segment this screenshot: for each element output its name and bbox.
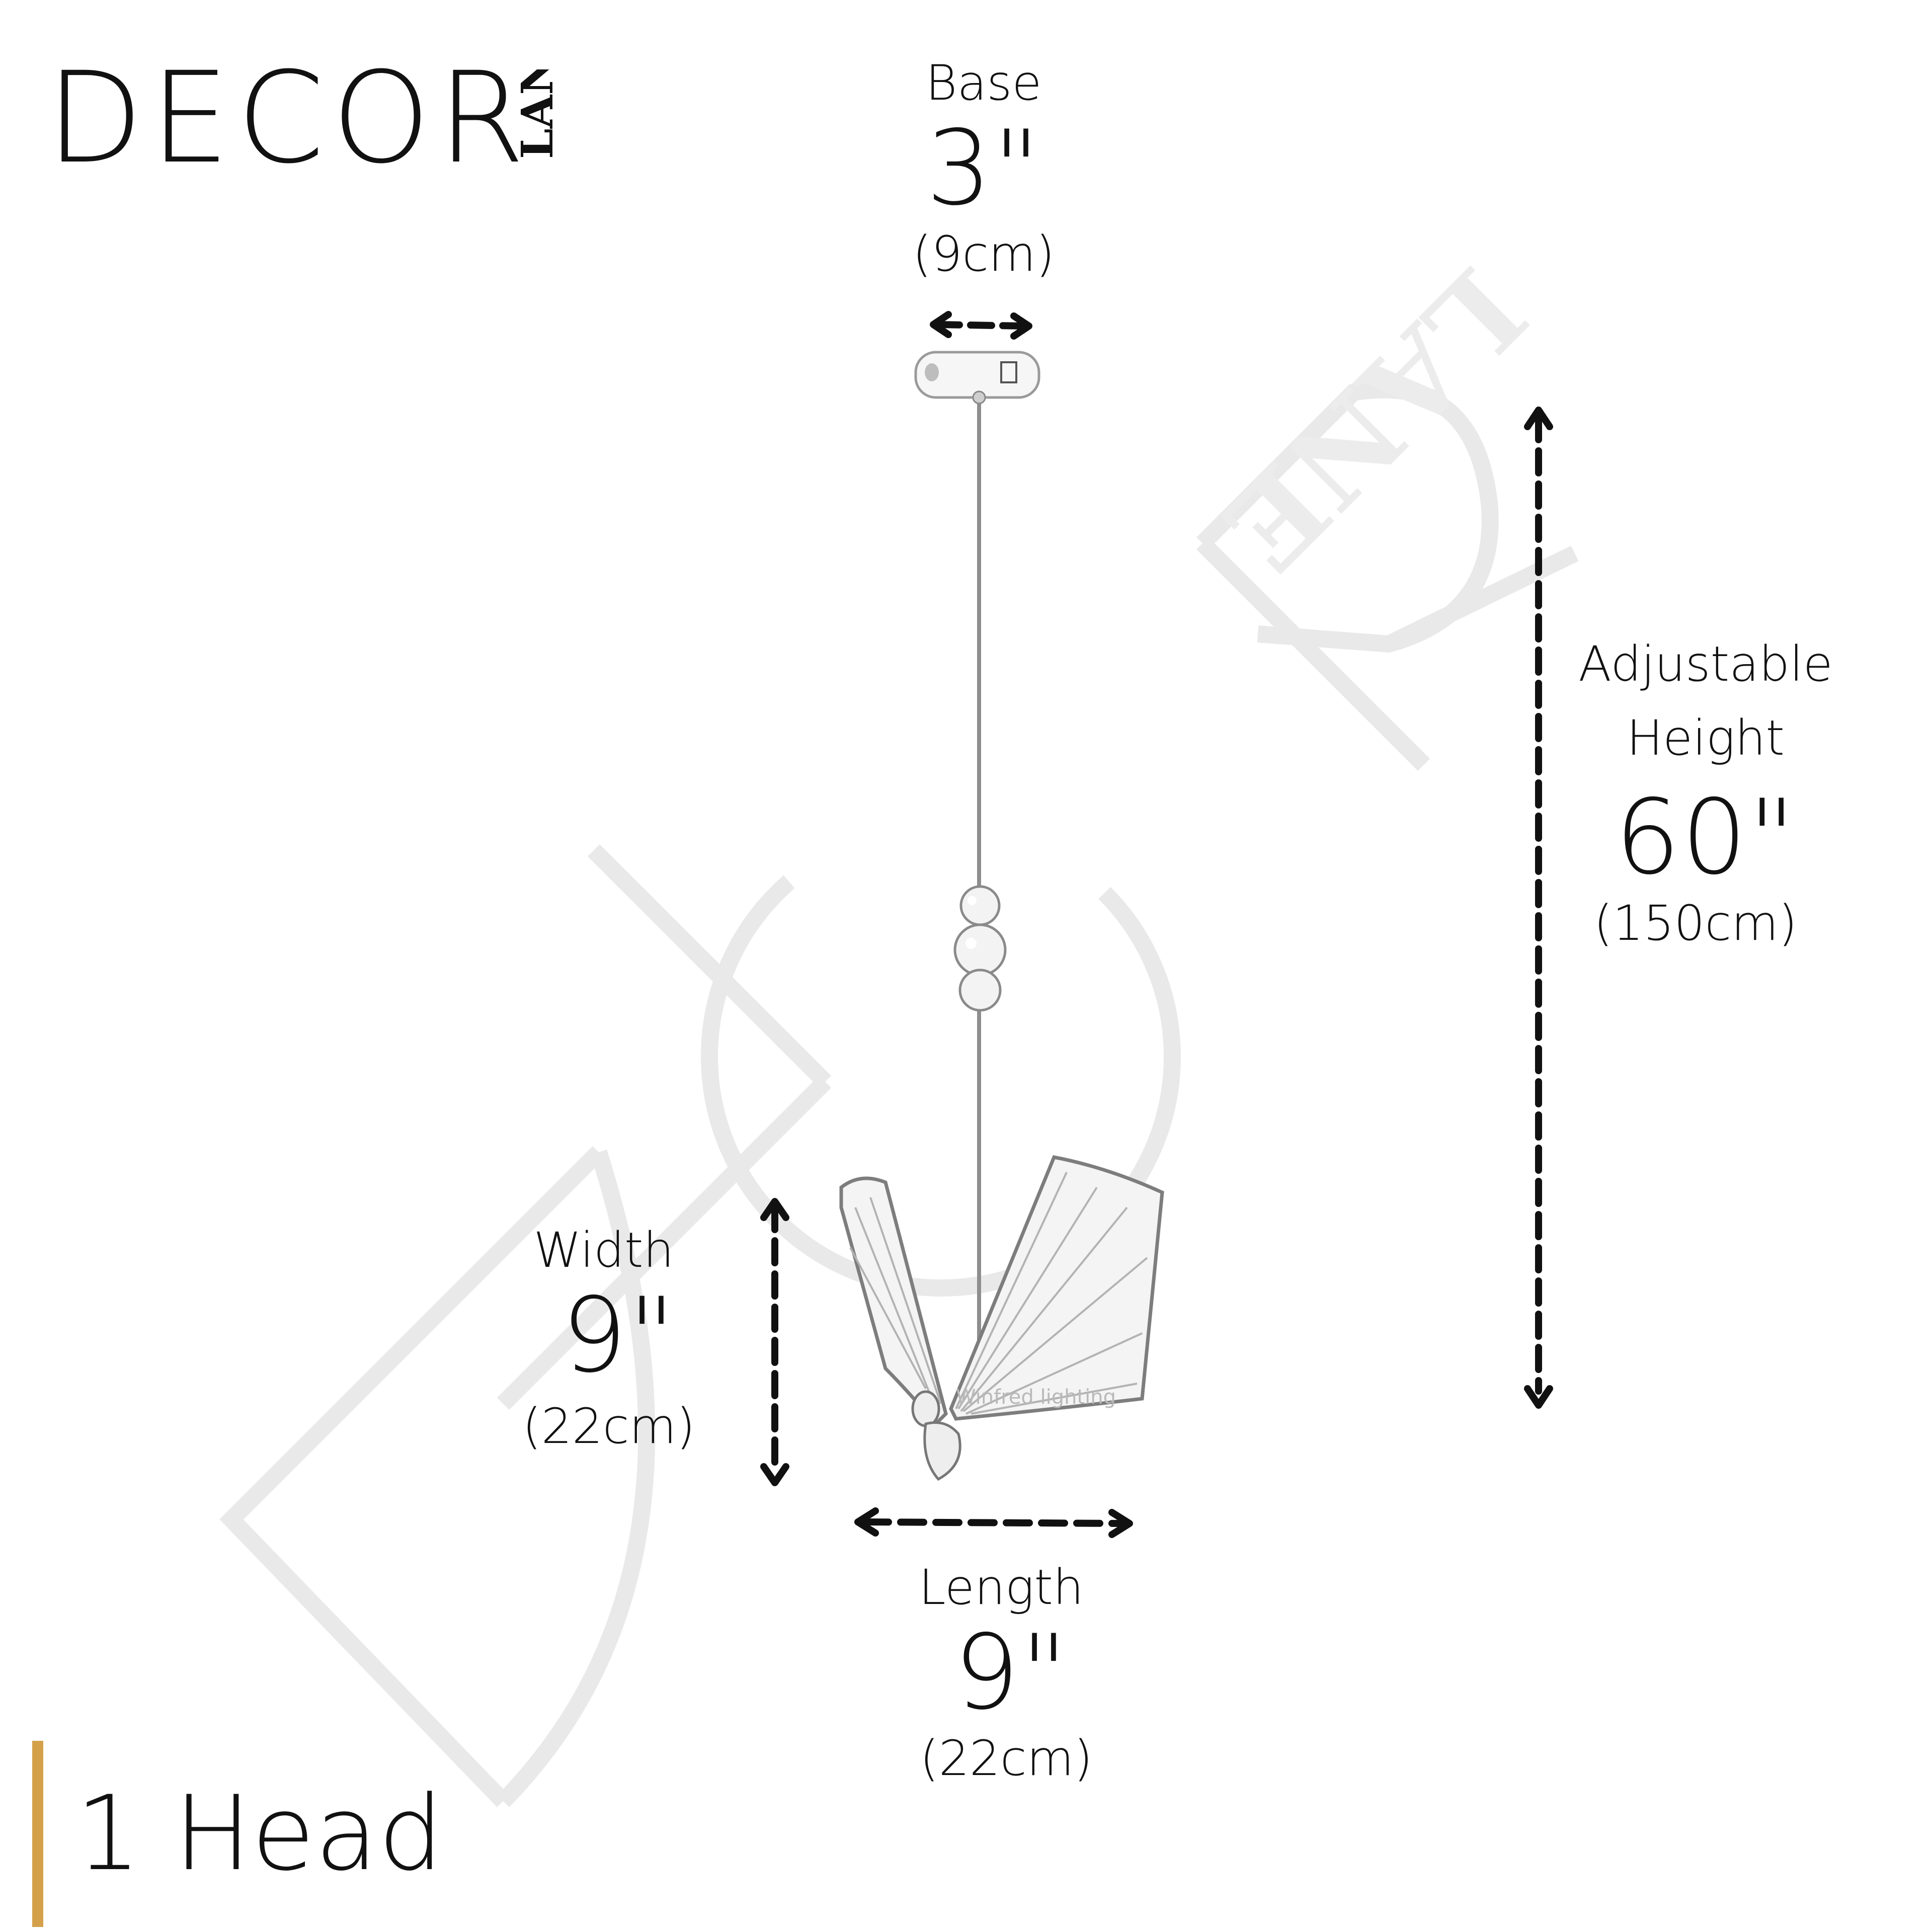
double-arrow-horizontal-icon <box>854 1507 1133 1538</box>
length-label: Length <box>919 1559 1084 1616</box>
length-inches: 9" <box>953 1613 1069 1733</box>
butterfly-shade: Winfred lighting <box>839 1155 1164 1481</box>
double-arrow-vertical-icon <box>760 1198 789 1486</box>
width-inches: 9" <box>561 1276 677 1396</box>
height-inches: 60" <box>1615 778 1797 898</box>
accent-bar <box>32 1741 43 1927</box>
ceiling-canopy <box>914 351 1040 405</box>
width-label: Width <box>533 1222 674 1278</box>
svg-text:LANE: LANE <box>512 69 558 159</box>
brand-logo: DECOR <box>46 45 532 191</box>
decorative-beads <box>953 885 1007 1012</box>
height-label-line2: Height <box>1626 710 1785 766</box>
variant-label: 1 Head <box>75 1774 444 1894</box>
base-label: Base <box>925 55 1042 111</box>
base-inches: 3" <box>926 109 1041 228</box>
watermark-lane: LANE <box>1196 242 1551 596</box>
double-arrow-vertical-icon <box>1524 407 1553 1409</box>
height-cm: (150cm) <box>1593 895 1798 951</box>
wing-brand-text: Winfred lighting <box>956 1386 1116 1409</box>
length-cm: (22cm) <box>920 1730 1093 1787</box>
brand-logo-sub: LANE <box>512 69 558 159</box>
double-arrow-horizontal-icon <box>930 311 1032 340</box>
height-label-line1: Adjustable <box>1578 636 1833 692</box>
width-cm: (22cm) <box>522 1398 695 1455</box>
base-cm: (9cm) <box>912 226 1055 282</box>
